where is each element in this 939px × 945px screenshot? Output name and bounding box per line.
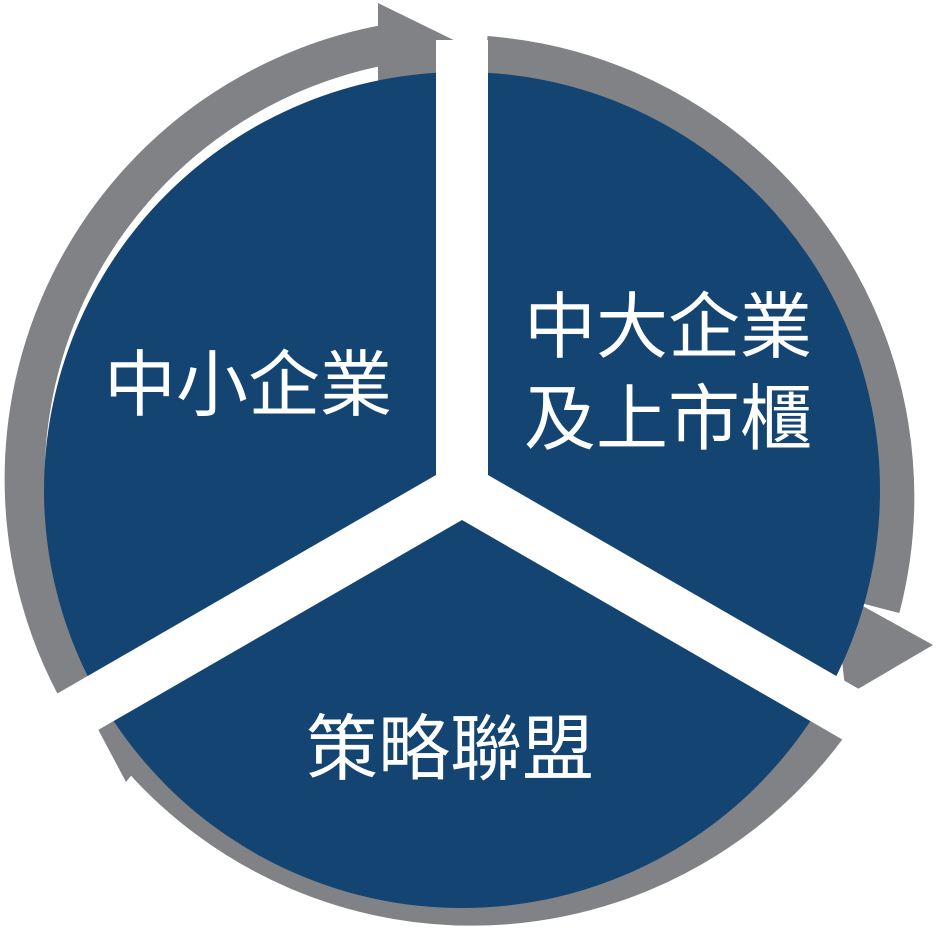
divider-left (47, 467, 475, 745)
segment-label-alliance: 策略聯盟 (306, 707, 594, 791)
segments (44, 40, 880, 908)
cycle-arrow-left-top (4, 23, 399, 696)
cycle-arrow-right (484, 36, 915, 614)
segment-label-large-line2: 及上市櫃 (524, 377, 812, 461)
segment-label-large-line1: 中大企業 (524, 285, 812, 369)
segment-labels: 中小企業 中大企業 及上市櫃 策略聯盟 (104, 285, 812, 791)
divider-right (449, 467, 877, 745)
segment-label-sme: 中小企業 (104, 343, 392, 427)
